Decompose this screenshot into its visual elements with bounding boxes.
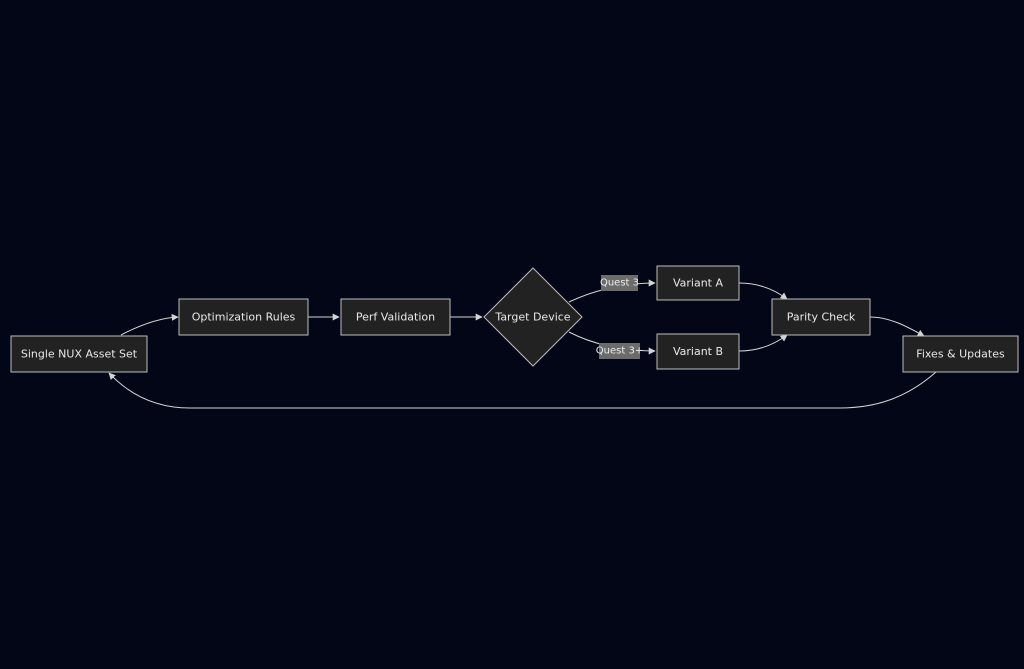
node-target-device[interactable]: Target Device bbox=[483, 267, 583, 367]
node-variant-b[interactable]: Variant B bbox=[656, 333, 740, 370]
edge-asset-to-optimization bbox=[120, 313, 179, 336]
node-optimization-rules[interactable]: Optimization Rules bbox=[178, 298, 309, 336]
node-label-optimization-rules: Optimization Rules bbox=[192, 311, 296, 324]
quest-3-label: Quest 3 bbox=[600, 278, 639, 289]
node-fixes-updates[interactable]: Fixes & Updates bbox=[902, 335, 1019, 373]
node-label-fixes-updates: Fixes & Updates bbox=[916, 348, 1005, 361]
node-label-variant-a: Variant A bbox=[673, 277, 724, 290]
node-label-target-device: Target Device bbox=[494, 311, 570, 324]
node-perf-validation[interactable]: Perf Validation bbox=[340, 298, 451, 336]
edge-variant-b-to-parity bbox=[738, 334, 788, 352]
edge-label-quest-3-plus: Quest 3+ bbox=[596, 343, 643, 359]
edge-fixes-to-asset bbox=[108, 371, 937, 409]
node-single-nux-asset-set[interactable]: Single NUX Asset Set bbox=[10, 335, 148, 373]
node-label-single-nux-asset-set: Single NUX Asset Set bbox=[21, 348, 138, 361]
node-parity-check[interactable]: Parity Check bbox=[771, 298, 871, 336]
node-variant-a[interactable]: Variant A bbox=[656, 265, 740, 301]
edge-label-quest-3: Quest 3 bbox=[600, 275, 639, 291]
edge-parity-to-fixes bbox=[869, 316, 925, 337]
node-label-perf-validation: Perf Validation bbox=[356, 311, 435, 324]
quest-3-plus-label: Quest 3+ bbox=[596, 346, 643, 357]
node-label-variant-b: Variant B bbox=[673, 345, 723, 358]
node-label-parity-check: Parity Check bbox=[787, 311, 856, 324]
edge-variant-a-to-parity bbox=[738, 282, 788, 300]
